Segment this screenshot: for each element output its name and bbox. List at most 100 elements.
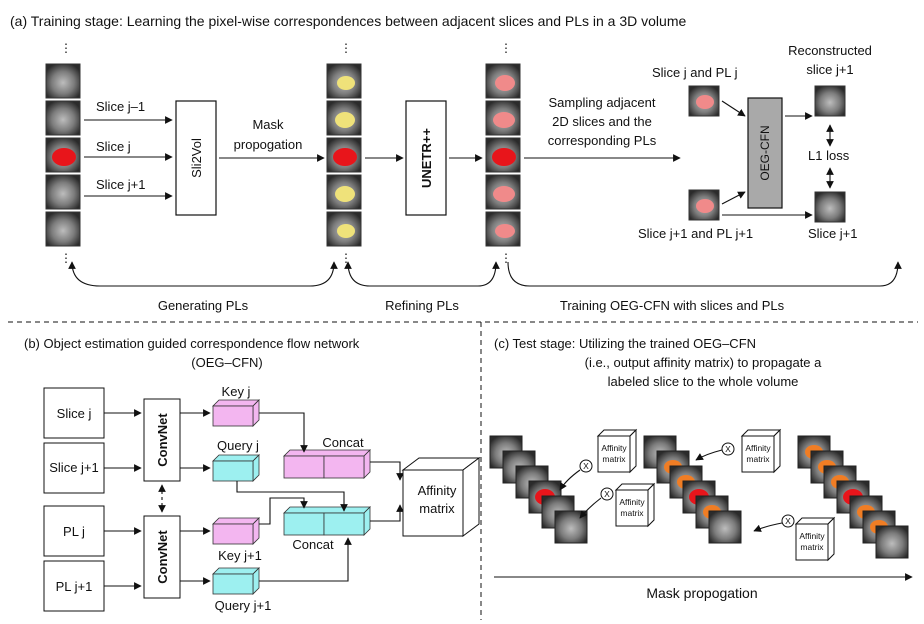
train-oeg-label: Training OEG-CFN with slices and PLs (560, 298, 785, 313)
panel-c: (c) Test stage: Utilizing the trained OE… (489, 336, 913, 601)
convnet-top-box (143, 398, 181, 482)
svg-text:matrix: matrix (800, 542, 824, 552)
key-j-feature (212, 399, 260, 427)
multiply-symbol (579, 459, 593, 473)
slice-jp1-out-label: Slice j+1 (808, 226, 858, 241)
refined-slice-stack: ⋮ ⋮ (485, 41, 521, 265)
red-label-mask (333, 148, 357, 166)
ct-slice-thumb (45, 63, 81, 99)
slice-jp1-label: Slice j+1 (49, 460, 99, 475)
sli2vol-label: Sli2Vol (189, 138, 204, 178)
svg-text:matrix: matrix (602, 454, 626, 464)
oeg-cfn-label: OEG-CFN (758, 125, 772, 180)
arrow (721, 191, 746, 205)
sampling-label-1: Sampling adjacent (549, 95, 656, 110)
svg-text:Affinity: Affinity (619, 497, 645, 507)
red-label-mask (52, 148, 76, 166)
multiply-symbol (600, 487, 614, 501)
ct-slice-thumb (45, 211, 81, 247)
slice-j-box (43, 387, 105, 439)
panel-c-title-2: (i.e., output affinity matrix) to propag… (585, 355, 823, 370)
affinity-op-3: Affinity matrix X (695, 428, 782, 474)
ct-slice-thumb (45, 100, 81, 136)
yellow-pl-mask (337, 224, 355, 238)
vdots: ⋮ (500, 251, 512, 265)
slice-pl-j-label: Slice j and PL j (652, 65, 738, 80)
convnet-top-label: ConvNet (155, 413, 170, 467)
pl-slice-stack: ⋮ ⋮ (326, 41, 362, 265)
route-concat-bottom-out (370, 504, 404, 522)
sli2vol-box (175, 100, 217, 216)
key-j-label: Key j (222, 384, 251, 399)
panel-c-title-3: labeled slice to the whole volume (608, 374, 799, 389)
concat-bottom-label: Concat (292, 537, 334, 552)
affinity-op-2: Affinity matrix X (579, 482, 656, 528)
refined-pl-mask (495, 75, 515, 91)
sampling-label-3: corresponding PLs (548, 133, 657, 148)
input-slice-stack: ⋮ ⋮ (45, 41, 81, 265)
refine-pls-label: Refining PLs (385, 298, 459, 313)
pl-jp1-label: PL j+1 (56, 579, 93, 594)
mask-prop-label-1: Mask (252, 117, 284, 132)
multiply-symbol (781, 514, 795, 528)
vdots: ⋮ (60, 41, 72, 55)
oeg-cfn-box (747, 97, 783, 209)
query-j-label: Query j (217, 438, 259, 453)
query-jp1-feature (212, 567, 260, 595)
slice-jp1-box (43, 442, 105, 494)
ct-slice-thumb (326, 100, 362, 136)
affinity-op-1: Affinity matrix X (559, 428, 638, 491)
route-key-j (259, 412, 308, 453)
left-slice-staircase (489, 435, 588, 544)
refined-pl-mask (495, 224, 515, 238)
affinity-op-4: Affinity matrix X (753, 514, 836, 562)
yellow-pl-mask (335, 112, 355, 128)
svg-text:X: X (604, 489, 610, 499)
ct-slice-thumb (814, 85, 846, 117)
multiply-symbol (721, 442, 735, 456)
slice-pl-jp1-label: Slice j+1 and PL j+1 (638, 226, 753, 241)
query-jp1-label: Query j+1 (215, 598, 272, 613)
affinity-matrix-cube: Affinity matrix (401, 457, 481, 537)
panel-b-title-2: (OEG–CFN) (191, 355, 263, 370)
ct-slice-thumb (45, 174, 81, 210)
affinity-label-2: matrix (419, 501, 455, 516)
svg-text:X: X (583, 461, 589, 471)
middle-slice-staircase (643, 435, 742, 544)
refined-pl-mask (493, 186, 515, 202)
route-key-jp1 (259, 497, 308, 525)
svg-text:Affinity: Affinity (745, 443, 771, 453)
concat-top-feature (283, 449, 371, 479)
slice-jm1-label: Slice j–1 (96, 99, 145, 114)
route-query-j (236, 481, 348, 512)
key-jp1-label: Key j+1 (218, 548, 262, 563)
concat-bottom-feature (283, 506, 371, 536)
route-concat-top-out (370, 461, 404, 481)
svg-text:Affinity: Affinity (601, 443, 627, 453)
slice-jp1-label: Slice j+1 (96, 177, 146, 192)
bracket-training (507, 261, 902, 287)
recon-label-1: Reconstructed (788, 43, 872, 58)
svg-text:Affinity: Affinity (799, 531, 825, 541)
slice-j-label: Slice j (57, 406, 92, 421)
arrow (721, 100, 746, 117)
yellow-pl-mask (335, 186, 355, 202)
panel-c-title-1: (c) Test stage: Utilizing the trained OE… (494, 336, 756, 351)
pl-j-label: PL j (63, 524, 85, 539)
ct-slice-thumb (814, 191, 846, 223)
affinity-label-1: Affinity (418, 483, 457, 498)
refined-pl-mask (696, 199, 714, 213)
panel-b: (b) Object estimation guided corresponde… (24, 336, 481, 613)
mask-prop-label-2: propogation (234, 137, 303, 152)
panel-a-title: (a) Training stage: Learning the pixel-w… (10, 13, 686, 29)
unetr-label: UNETR++ (419, 128, 434, 188)
refined-pl-mask (696, 95, 714, 109)
gen-pls-label: Generating PLs (158, 298, 249, 313)
vdots: ⋮ (340, 251, 352, 265)
ct-slice-thumb (326, 63, 362, 99)
sampling-label-2: 2D slices and the (552, 114, 652, 129)
refined-pl-mask (493, 112, 515, 128)
convnet-bottom-box (143, 515, 181, 599)
query-j-feature (212, 454, 260, 482)
